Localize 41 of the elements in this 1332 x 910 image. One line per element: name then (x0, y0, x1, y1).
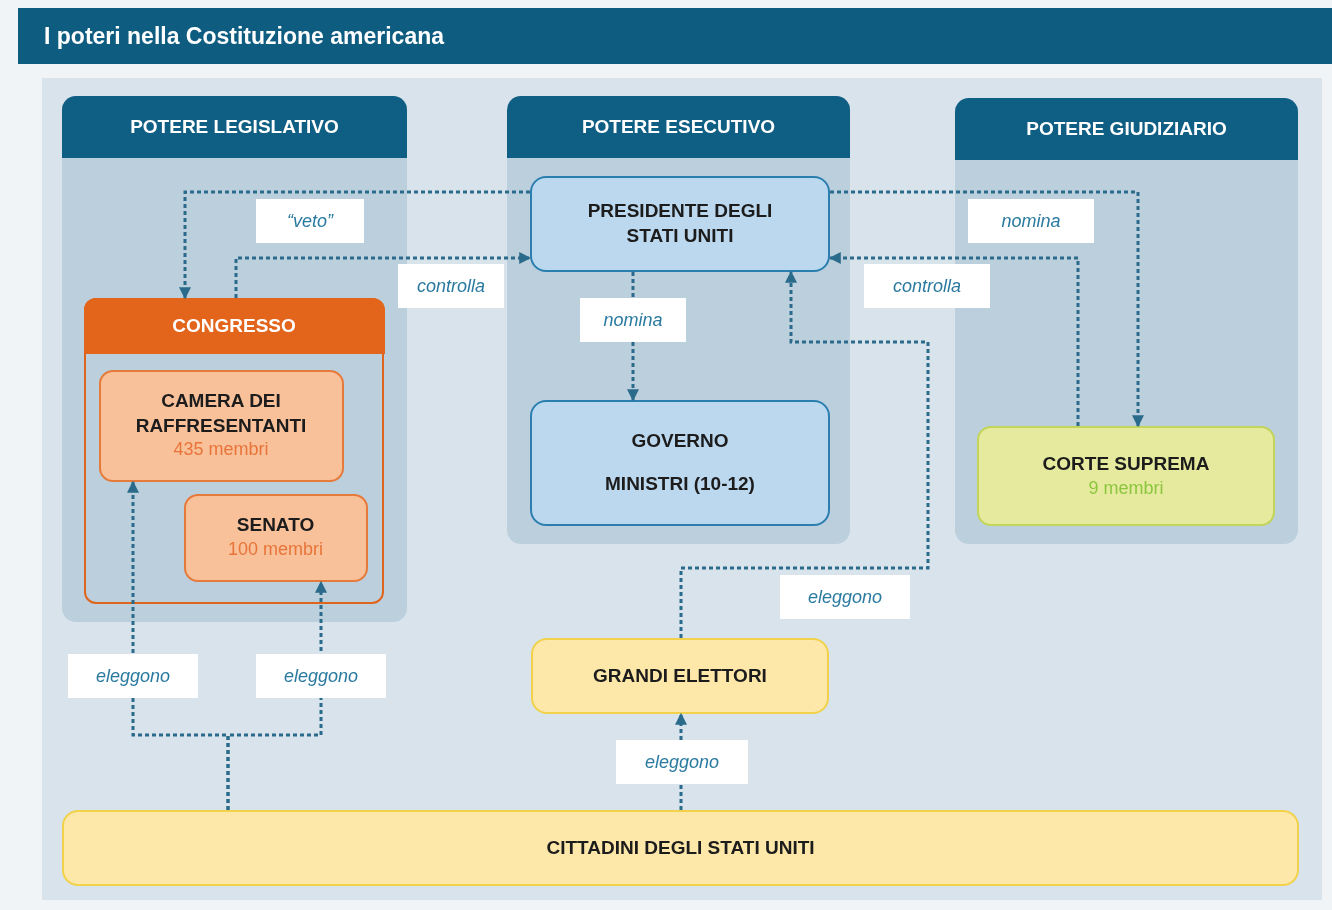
node-title: CAMERA DEI RAFFRESENTANTI (134, 389, 308, 438)
edge-label: controlla (398, 264, 504, 308)
edge-label: controlla (864, 264, 990, 308)
congress-header: CONGRESSO (83, 297, 385, 354)
dotted-arrow (234, 252, 532, 298)
panel-header: POTERE ESECUTIVO (507, 96, 850, 158)
node-title: SENATO (236, 513, 315, 538)
court-box (977, 426, 1275, 526)
dotted-arrow (179, 190, 530, 300)
node-title: CORTE SUPREMA (1042, 451, 1210, 476)
dotted-arrow (830, 190, 1144, 428)
edge-label: eleggono (68, 654, 198, 698)
panel-header: POTERE GIUDIZIARIO (955, 98, 1298, 160)
node-title: MINISTRI (10-12) (605, 472, 755, 496)
chamber-box (98, 369, 344, 482)
node-title: CITTADINI DEGLI STATI UNITI (546, 835, 815, 860)
office-box (530, 400, 830, 526)
panel-header: POTERE LEGISLATIVO (62, 96, 407, 158)
congress-box (84, 298, 384, 604)
dotted-arrow (226, 580, 327, 810)
electors-box (62, 810, 1299, 886)
edge-label: “veto” (256, 199, 364, 243)
member-count: 100 membri (227, 538, 323, 562)
member-count: 435 membri (173, 438, 269, 462)
edge-label: nomina (968, 199, 1094, 243)
node-title: GOVERNO (631, 429, 729, 454)
member-count: 9 membri (1088, 476, 1164, 500)
edge-label: eleggono (780, 575, 910, 619)
dotted-arrow (828, 252, 1080, 426)
node-title: GRANDI ELETTORI (593, 663, 767, 688)
electors-box (531, 638, 829, 714)
edge-label: eleggono (616, 740, 748, 784)
edge-label: nomina (580, 298, 686, 342)
office-box (530, 176, 830, 272)
node-title: PRESIDENTE DEGLI STATI UNITI (586, 199, 774, 248)
title-bar: I poteri nella Costituzione americana (18, 8, 1332, 64)
branch-panel (62, 96, 407, 622)
dotted-arrow (679, 270, 930, 638)
chamber-box (183, 493, 368, 582)
branch-panel (507, 96, 850, 544)
edge-label: eleggono (256, 654, 386, 698)
